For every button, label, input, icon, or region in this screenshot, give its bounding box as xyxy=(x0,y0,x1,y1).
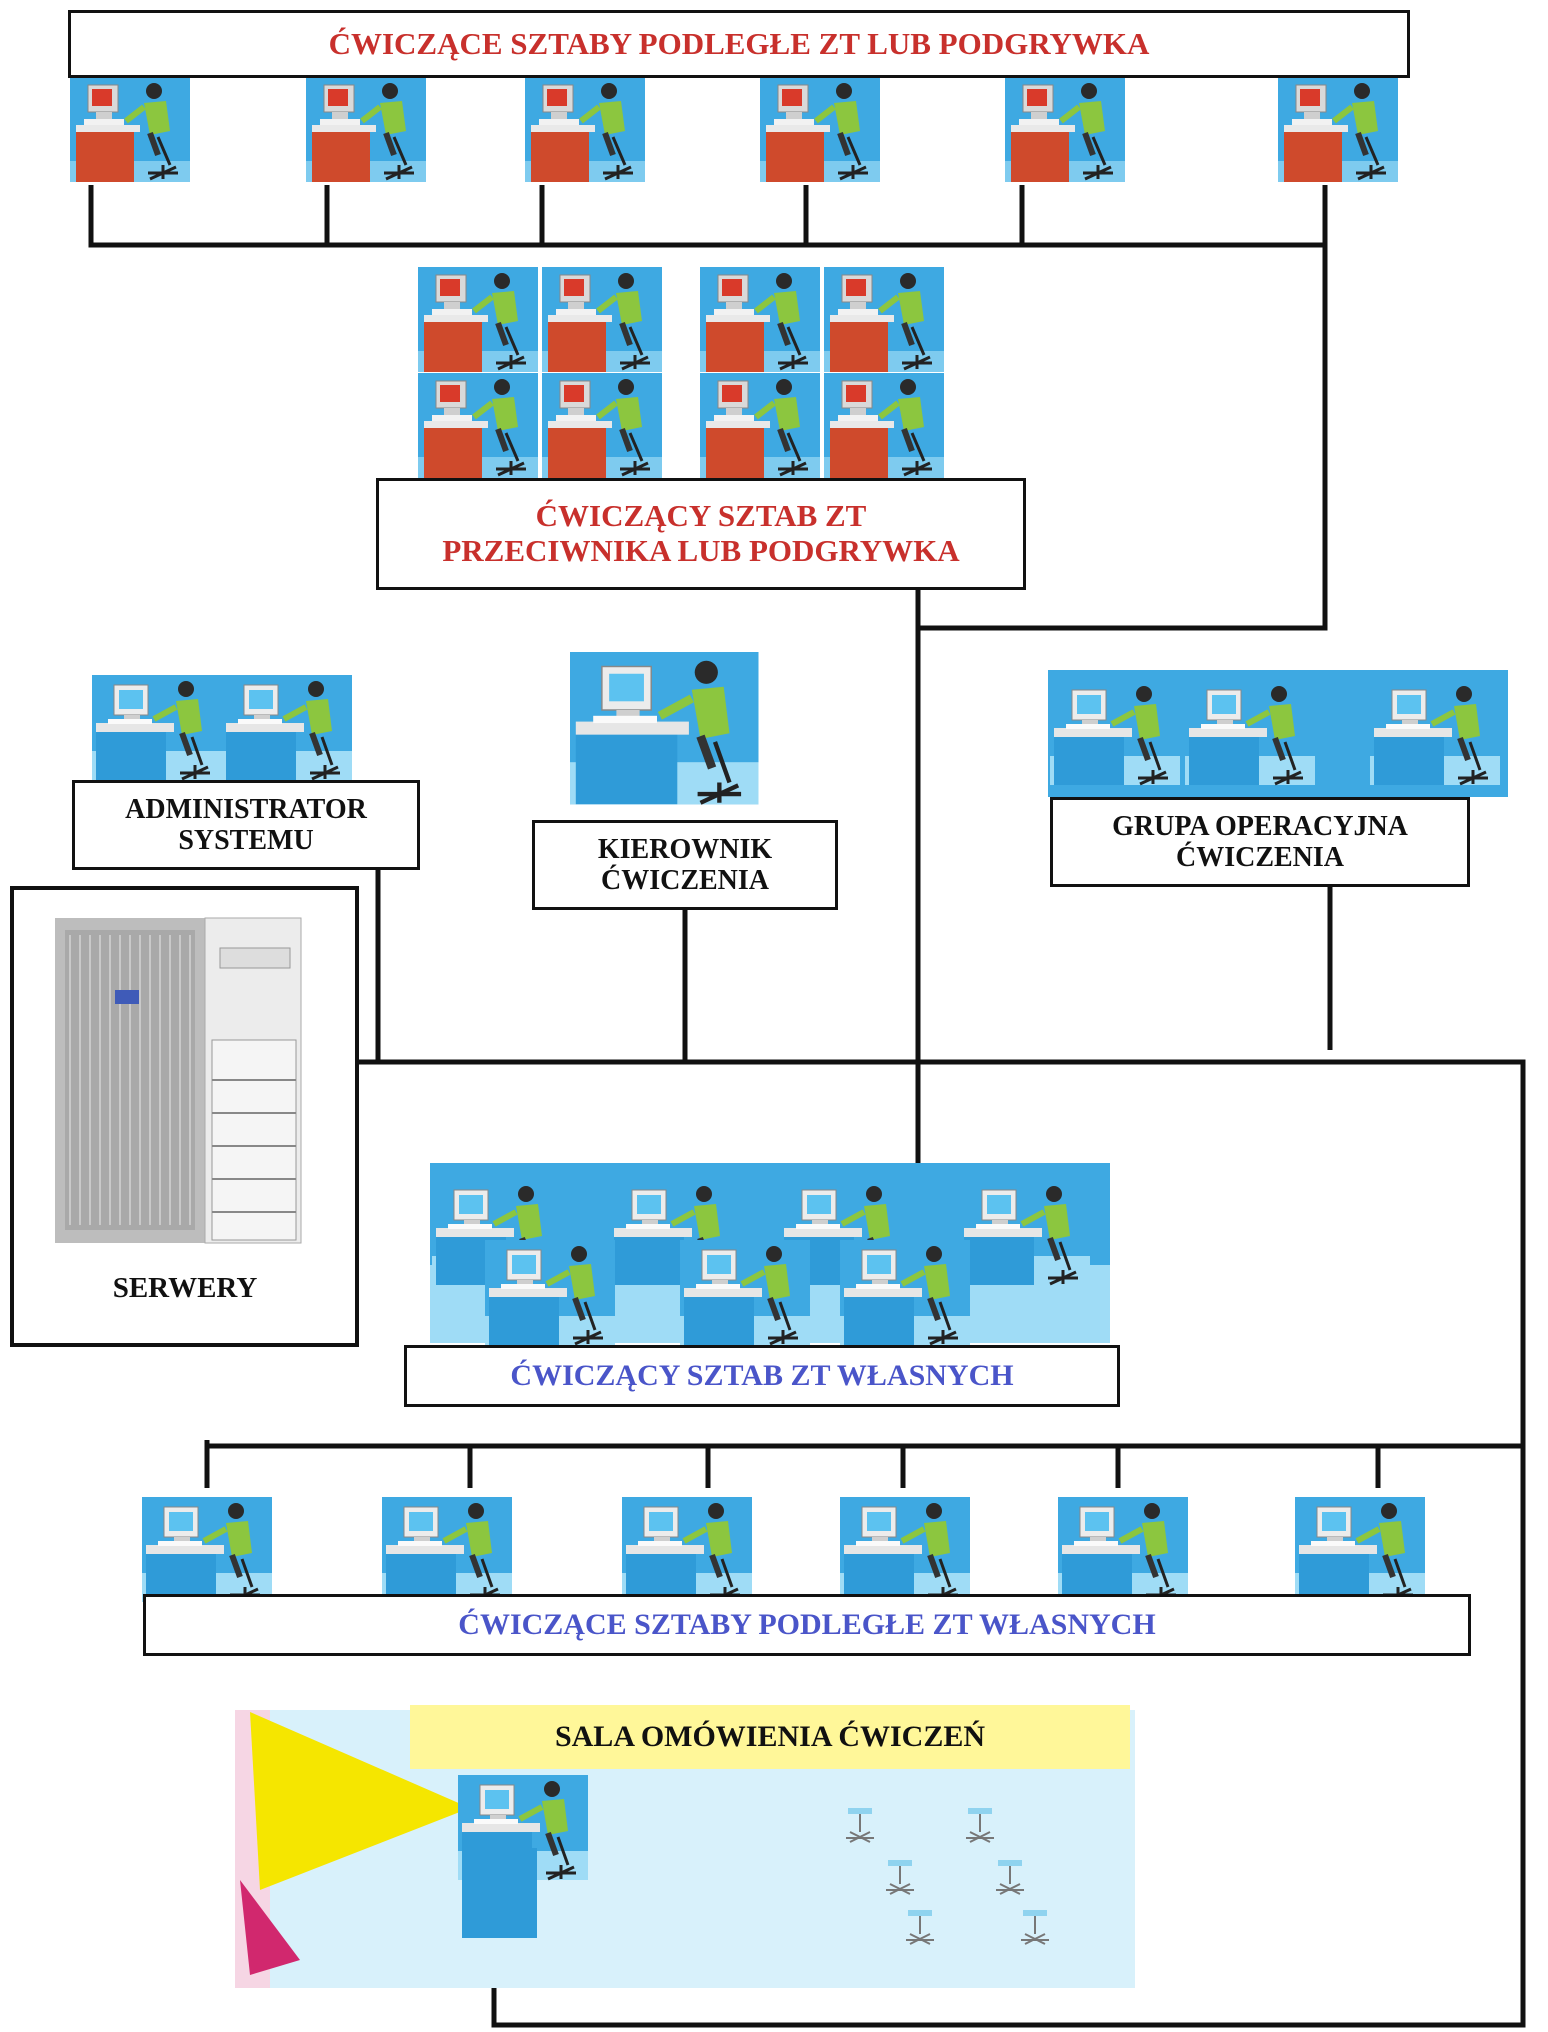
admin-label: ADMINISTRATOR SYSTEMU xyxy=(72,780,420,870)
workstation-icon xyxy=(840,1497,970,1602)
ops-group-label: GRUPA OPERACYJNA ĆWICZENIA xyxy=(1050,797,1470,887)
workstation-icon xyxy=(1050,680,1180,785)
workstation-icon xyxy=(1278,77,1398,182)
own-hq-workstations xyxy=(430,1163,1110,1345)
workstation-icon xyxy=(306,77,426,182)
top-subordinate-label: ĆWICZĄCE SZTABY PODLEGŁE ZT LUB PODGRYWK… xyxy=(68,10,1410,78)
workstation-icon xyxy=(1058,1497,1188,1602)
workstation-icon xyxy=(418,373,538,478)
workstation-icon xyxy=(222,675,352,780)
debrief-room-label: SALA OMÓWIENIA ĆWICZEŃ xyxy=(410,1705,1130,1769)
workstation-icon xyxy=(92,675,222,780)
workstation-icon xyxy=(525,77,645,182)
workstation-icon xyxy=(485,1240,615,1345)
enemy-hq-label: ĆWICZĄCY SZTAB ZT PRZECIWNIKA LUB PODGRY… xyxy=(376,478,1026,590)
workstation-icon xyxy=(542,373,662,478)
projector-icon xyxy=(250,1712,470,1890)
top-subordinate-workstations xyxy=(70,77,1398,182)
bottom-subordinate-label: ĆWICZĄCE SZTABY PODLEGŁE ZT WŁASNYCH xyxy=(143,1594,1471,1656)
workstation-icon xyxy=(1185,680,1315,785)
ops-group-workstations xyxy=(1048,670,1508,797)
workstation-icon xyxy=(1370,680,1500,785)
workstation-icon xyxy=(622,1497,752,1602)
workstation-icon xyxy=(418,267,538,372)
admin-label-line2: SYSTEMU xyxy=(178,825,314,856)
connection-lines xyxy=(88,185,1526,2028)
enemy-hq-workstations xyxy=(418,267,944,478)
bottom-subordinate-workstations xyxy=(142,1497,1425,1602)
workstation-icon xyxy=(824,373,944,478)
workstation-icon xyxy=(382,1497,512,1602)
director-label: KIEROWNIK ĆWICZENIA xyxy=(532,820,838,910)
workstation-icon xyxy=(824,267,944,372)
workstation-icon xyxy=(840,1240,970,1345)
servers-label: SERWERY xyxy=(112,1272,258,1304)
workstation-icon xyxy=(680,1240,810,1345)
workstation-icon xyxy=(700,267,820,372)
enemy-hq-label-line1: ĆWICZĄCY SZTAB ZT xyxy=(535,498,867,534)
ops-group-label-line2: ĆWICZENIA xyxy=(1175,842,1345,873)
workstation-icon xyxy=(142,1497,272,1602)
workstation-icon xyxy=(1295,1497,1425,1602)
workstation-icon xyxy=(960,1180,1090,1285)
own-hq-label: ĆWICZĄCY SZTAB ZT WŁASNYCH xyxy=(404,1345,1120,1407)
director-workstation xyxy=(570,652,759,804)
workstation-icon xyxy=(700,373,820,478)
workstation-icon xyxy=(542,267,662,372)
ops-group-label-line1: GRUPA OPERACYJNA xyxy=(1112,810,1408,842)
workstation-icon xyxy=(760,77,880,182)
director-label-line1: KIEROWNIK xyxy=(597,833,773,865)
workstation-icon xyxy=(1005,77,1125,182)
admin-label-line1: ADMINISTRATOR xyxy=(125,793,367,825)
admin-workstations xyxy=(92,675,352,780)
workstation-icon xyxy=(70,77,190,182)
server-rack-icon xyxy=(10,886,359,1347)
workstation-icon xyxy=(570,652,759,804)
enemy-hq-label-line2: PRZECIWNIKA LUB PODGRYWKA xyxy=(442,533,960,568)
director-label-line2: ĆWICZENIA xyxy=(600,865,770,896)
